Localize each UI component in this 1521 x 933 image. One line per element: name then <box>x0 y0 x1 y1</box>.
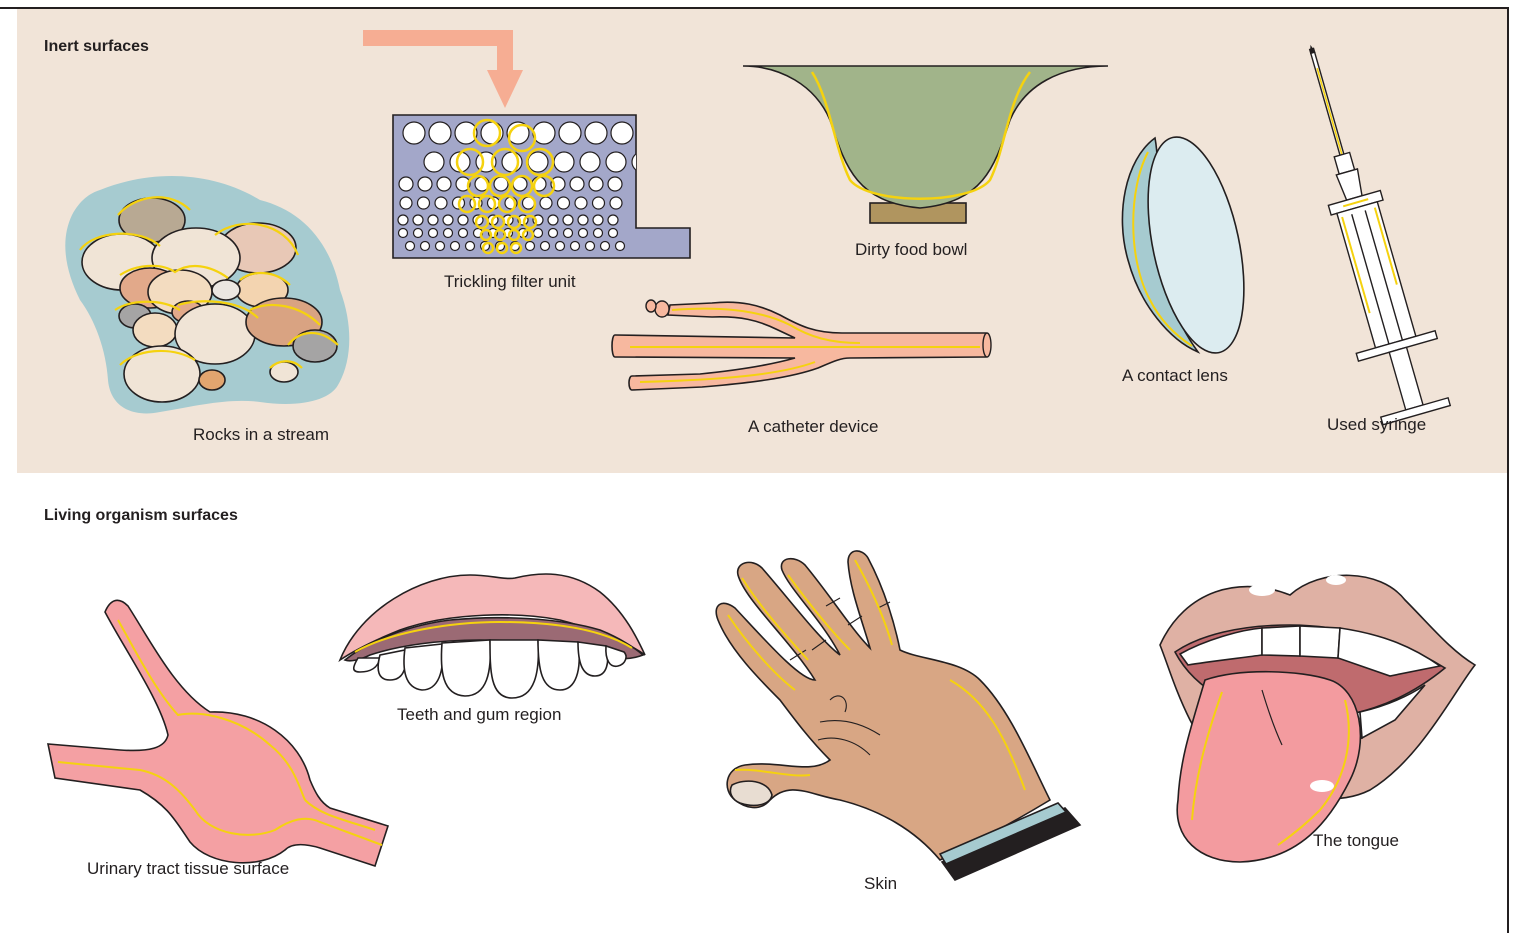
filter-media-sphere <box>459 229 468 238</box>
rocks-in-stream-illustration <box>65 176 349 413</box>
filter-media-sphere <box>564 229 573 238</box>
filter-media-sphere <box>559 122 581 144</box>
filter-media-sphere <box>399 177 413 191</box>
filter-media-sphere <box>437 177 451 191</box>
filter-media-sphere <box>575 197 587 209</box>
filter-media-sphere <box>540 197 552 209</box>
filter-media-sphere <box>585 122 607 144</box>
filter-media-sphere <box>608 177 622 191</box>
filter-media-sphere <box>586 242 595 251</box>
filter-media-sphere <box>458 215 468 225</box>
filter-media-sphere <box>589 177 603 191</box>
urinary-tract-illustration <box>48 600 388 866</box>
filter-media-sphere <box>593 197 605 209</box>
caption-trickling-filter: Trickling filter unit <box>444 272 576 292</box>
caption-syringe: Used syringe <box>1327 415 1426 435</box>
filter-media-sphere <box>611 122 633 144</box>
filter-media-sphere <box>526 242 535 251</box>
filter-media-sphere <box>418 177 432 191</box>
filter-media-sphere <box>533 122 555 144</box>
catheter-illustration <box>612 300 991 390</box>
filter-media-sphere <box>594 229 603 238</box>
contact-lens-illustration <box>1122 128 1261 361</box>
filter-media-sphere <box>541 242 550 251</box>
filter-media-sphere <box>548 215 558 225</box>
caption-teeth-gum: Teeth and gum region <box>397 705 561 725</box>
caption-catheter: A catheter device <box>748 417 878 437</box>
filter-media-sphere <box>413 215 423 225</box>
syringe-illustration <box>1272 36 1456 427</box>
filter-media-sphere <box>400 197 412 209</box>
filter-media-sphere <box>534 229 543 238</box>
filter-media-sphere <box>601 242 610 251</box>
teeth-gum-illustration <box>340 574 645 698</box>
filter-media-sphere <box>444 229 453 238</box>
filter-media-sphere <box>399 229 408 238</box>
filter-media-sphere <box>563 215 573 225</box>
trickling-filter-illustration <box>363 30 690 258</box>
filter-media-sphere <box>429 229 438 238</box>
filter-media-sphere <box>424 152 444 172</box>
filter-media-sphere <box>443 215 453 225</box>
hand-illustration <box>716 551 1080 880</box>
filter-media-sphere <box>578 215 588 225</box>
caption-tongue: The tongue <box>1313 831 1399 851</box>
filter-media-sphere <box>609 229 618 238</box>
filter-media-sphere <box>606 152 626 172</box>
caption-food-bowl: Dirty food bowl <box>855 240 967 260</box>
filter-media-sphere <box>610 197 622 209</box>
filter-media-sphere <box>451 242 460 251</box>
caption-rocks-in-stream: Rocks in a stream <box>193 425 329 445</box>
filter-media-sphere <box>608 215 618 225</box>
filter-media-sphere <box>593 215 603 225</box>
filter-media-sphere <box>466 242 475 251</box>
filter-media-sphere <box>428 215 438 225</box>
filter-media-sphere <box>580 152 600 172</box>
filter-media-sphere <box>436 242 445 251</box>
filter-media-sphere <box>403 122 425 144</box>
caption-skin: Skin <box>864 874 897 894</box>
filter-media-sphere <box>558 197 570 209</box>
filter-media-sphere <box>549 229 558 238</box>
filter-media-sphere <box>429 122 451 144</box>
tongue-illustration <box>1160 575 1475 862</box>
filter-media-sphere <box>418 197 430 209</box>
filter-media-sphere <box>398 215 408 225</box>
filter-media-sphere <box>554 152 574 172</box>
filter-media-sphere <box>528 152 548 172</box>
caption-urinary-tract: Urinary tract tissue surface <box>87 859 289 879</box>
filter-media-sphere <box>556 242 565 251</box>
filter-media-sphere <box>570 177 584 191</box>
filter-media-sphere <box>406 242 415 251</box>
filter-media-sphere <box>414 229 423 238</box>
filter-media-sphere <box>579 229 588 238</box>
food-bowl-illustration <box>743 66 1108 223</box>
filter-media-sphere <box>632 152 652 172</box>
filter-media-sphere <box>616 242 625 251</box>
filter-media-sphere <box>435 197 447 209</box>
caption-contact-lens: A contact lens <box>1122 366 1228 386</box>
filter-media-sphere <box>421 242 430 251</box>
filter-media-sphere <box>571 242 580 251</box>
